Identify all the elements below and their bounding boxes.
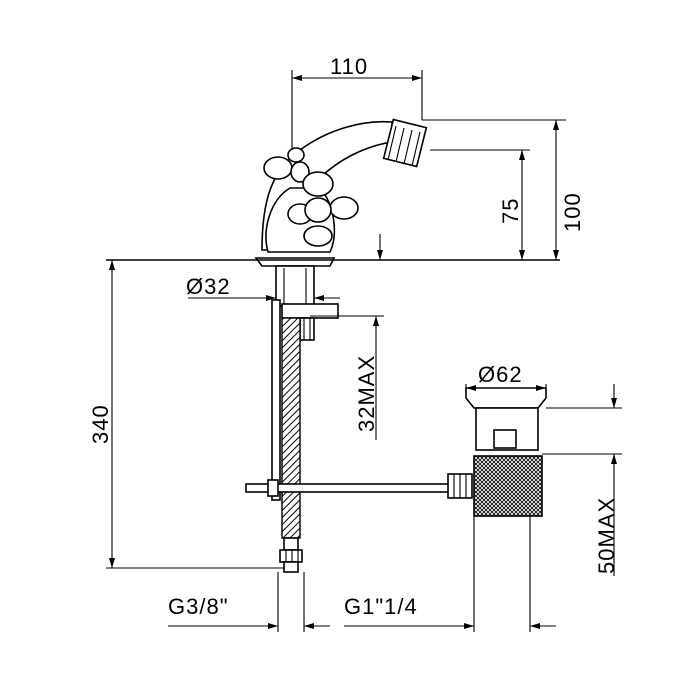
pop-up-rod — [271, 299, 281, 501]
aerator — [382, 118, 428, 168]
flexible-hose — [281, 317, 301, 539]
cross-handle-right — [287, 171, 359, 247]
dim-waste-thread: G1"1/4 — [344, 594, 418, 619]
waste-slot — [493, 429, 517, 449]
dim-waste-thickness: 50MAX — [594, 497, 619, 574]
dim-overall-length: 340 — [88, 404, 113, 444]
dim-deck-thickness: 32MAX — [354, 355, 379, 432]
waste-thread — [473, 455, 543, 517]
dim-spout-reach: 110 — [330, 54, 368, 79]
dim-body-diameter: Ø32 — [186, 274, 231, 299]
hose-connector — [283, 537, 299, 551]
dim-waste-diameter: Ø62 — [478, 362, 523, 387]
waste-flange — [465, 387, 547, 409]
cross-handle-left — [263, 147, 310, 183]
dimension-lines — [106, 70, 622, 632]
pop-up-waste — [447, 387, 547, 517]
dim-inlet-thread: G3/8" — [168, 594, 229, 619]
fixing-stud — [299, 317, 315, 341]
shank — [275, 265, 315, 307]
dim-total-height: 100 — [560, 192, 585, 232]
dim-spout-height: 75 — [498, 198, 523, 224]
mixer-tap — [245, 118, 457, 573]
